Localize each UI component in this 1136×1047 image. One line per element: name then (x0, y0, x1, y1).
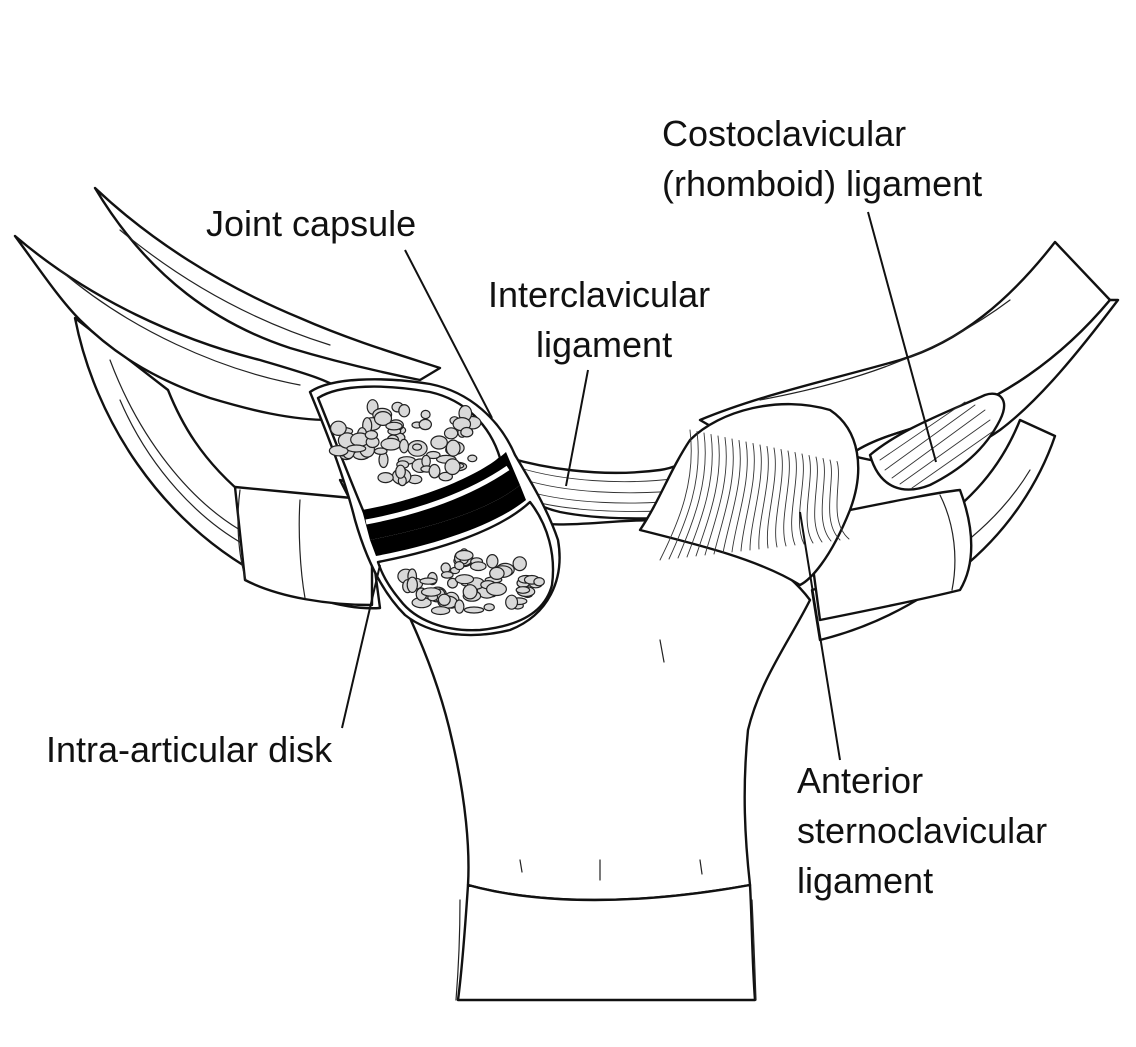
bone-cell (419, 419, 431, 429)
label-interclavicular-ligament-line1: Interclavicular (488, 274, 710, 315)
label-anterior-sternoclavicular-ligament-line3: ligament (797, 860, 933, 901)
bone-cell (422, 588, 441, 596)
bone-cell (421, 410, 430, 418)
bone-cell (534, 578, 544, 586)
label-anterior-sternoclavicular-ligament-line2: sternoclavicular (797, 810, 1047, 851)
bone-cell (438, 594, 450, 605)
bone-cell (396, 465, 406, 478)
bone-cell (455, 600, 464, 613)
bone-cell (374, 448, 387, 454)
label-joint-capsule: Joint capsule (206, 203, 416, 244)
bone-cell (446, 440, 460, 456)
bone-cell (484, 604, 494, 611)
bone-cell (506, 595, 518, 609)
bone-cell (407, 577, 417, 592)
bone-cell (487, 555, 498, 568)
bone-cell (516, 587, 529, 594)
bone-cell (429, 465, 440, 478)
bone-cell (463, 585, 477, 599)
bone-cell (413, 444, 422, 450)
bone-cell (456, 551, 473, 561)
bone-cell (331, 421, 347, 435)
bone-cell (347, 445, 366, 452)
bone-cell (378, 473, 393, 483)
label-intra-articular-disk: Intra-articular disk (46, 729, 333, 770)
bone-cell (442, 572, 454, 578)
bone-cell (431, 436, 447, 449)
bone-cell (432, 607, 450, 615)
bone-cell (513, 557, 526, 571)
label-costoclavicular-ligament-line2: (rhomboid) ligament (662, 163, 982, 204)
bone-cell (461, 428, 473, 437)
bone-cell (464, 607, 483, 613)
bone-cell (490, 567, 504, 579)
label-costoclavicular-ligament-line1: Costoclavicular (662, 113, 906, 154)
bone-cell (420, 578, 436, 584)
bone-cell (456, 575, 474, 584)
bone-cell (455, 562, 464, 570)
bone-cell (487, 583, 507, 596)
bone-cell (365, 431, 377, 439)
label-anterior-sternoclavicular-ligament-line1: Anterior (797, 760, 923, 801)
leader-interclavicular-ligament (566, 370, 588, 486)
bone-cell (468, 455, 477, 462)
bone-cell (400, 439, 409, 452)
bone-cell (445, 459, 460, 475)
bone-cell (399, 405, 410, 417)
label-interclavicular-ligament-line2: ligament (536, 324, 672, 365)
bone-cell (471, 562, 486, 571)
bone-cell (386, 422, 402, 430)
